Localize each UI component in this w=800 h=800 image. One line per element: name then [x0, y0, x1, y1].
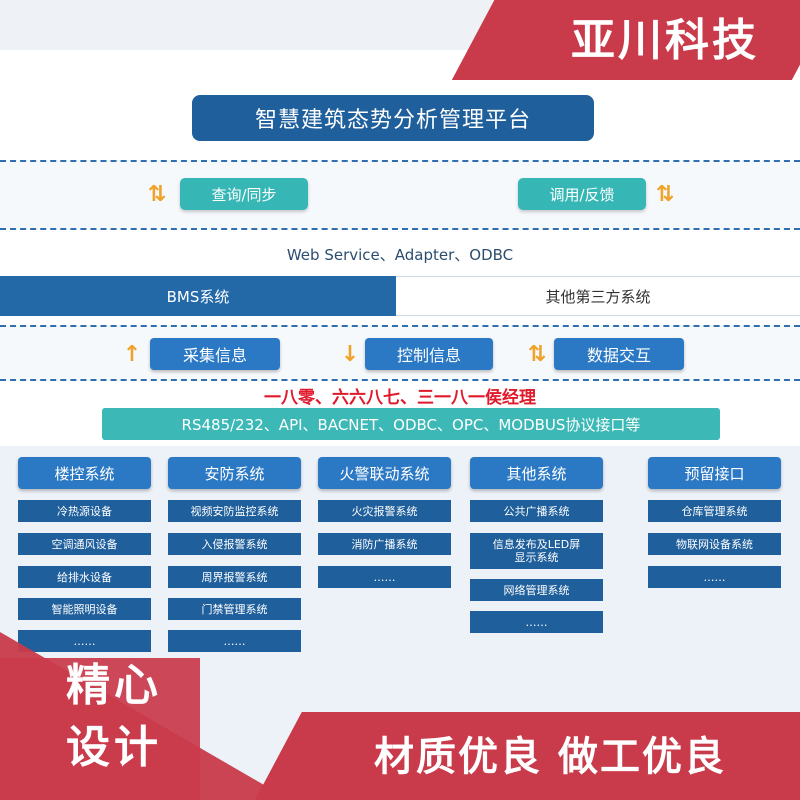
list-item[interactable]: …… [318, 566, 451, 588]
platform-title: 智慧建筑态势分析管理平台 [192, 95, 594, 141]
list-item[interactable]: 信息发布及LED屏显示系统 [470, 533, 603, 569]
promo-block-left [0, 658, 200, 800]
column-security[interactable]: 安防系统 [168, 457, 301, 489]
column-fire-alarm[interactable]: 火警联动系统 [318, 457, 451, 489]
contact-note: 一八零、六六八七、三一八一侯经理 [264, 387, 536, 408]
query-sync-button[interactable]: 查询/同步 [180, 178, 308, 210]
bidirectional-arrow-icon: ⇅ [655, 181, 675, 207]
list-item[interactable]: 给排水设备 [18, 566, 151, 588]
exchange-zone [0, 160, 800, 230]
list-item[interactable]: 公共广播系统 [470, 500, 603, 522]
brand-name: 亚川科技 [571, 15, 759, 66]
list-item[interactable]: 火灾报警系统 [318, 500, 451, 522]
bms-system-bar: BMS系统 [0, 276, 396, 316]
call-feedback-button[interactable]: 调用/反馈 [518, 178, 646, 210]
data-exchange-button[interactable]: 数据交互 [554, 338, 684, 370]
control-info-button[interactable]: 控制信息 [365, 338, 493, 370]
list-item[interactable]: …… [470, 611, 603, 633]
list-item[interactable]: 门禁管理系统 [168, 598, 301, 620]
list-item[interactable]: 网络管理系统 [470, 579, 603, 601]
bidirectional-arrow-icon: ⇅ [527, 341, 547, 367]
protocol-bar: RS485/232、API、BACNET、ODBC、OPC、MODBUS协议接口… [102, 408, 720, 440]
header-band [0, 0, 540, 50]
column-reserved-interface[interactable]: 预留接口 [648, 457, 781, 489]
list-item[interactable]: 智能照明设备 [18, 598, 151, 620]
list-item[interactable]: 仓库管理系统 [648, 500, 781, 522]
promo-text-right: 材质优良 做工优良 [374, 734, 726, 780]
column-other-systems[interactable]: 其他系统 [470, 457, 603, 489]
list-item[interactable]: 物联网设备系统 [648, 533, 781, 555]
list-item[interactable]: 空调通风设备 [18, 533, 151, 555]
up-arrow-icon: ↑ [122, 341, 142, 367]
list-item[interactable]: …… [648, 566, 781, 588]
interface-protocols: Web Service、Adapter、ODBC [286, 245, 514, 264]
promo-text-left: 精心设计 [66, 660, 162, 773]
list-item[interactable]: 入侵报警系统 [168, 533, 301, 555]
collect-info-button[interactable]: 采集信息 [150, 338, 280, 370]
list-item[interactable]: 周界报警系统 [168, 566, 301, 588]
list-item[interactable]: 冷热源设备 [18, 500, 151, 522]
third-party-system-bar: 其他第三方系统 [396, 276, 800, 316]
list-item[interactable]: 消防广播系统 [318, 533, 451, 555]
bidirectional-arrow-icon: ⇅ [147, 181, 167, 207]
column-building-control[interactable]: 楼控系统 [18, 457, 151, 489]
down-arrow-icon: ↓ [340, 341, 360, 367]
list-item[interactable]: 视频安防监控系统 [168, 500, 301, 522]
